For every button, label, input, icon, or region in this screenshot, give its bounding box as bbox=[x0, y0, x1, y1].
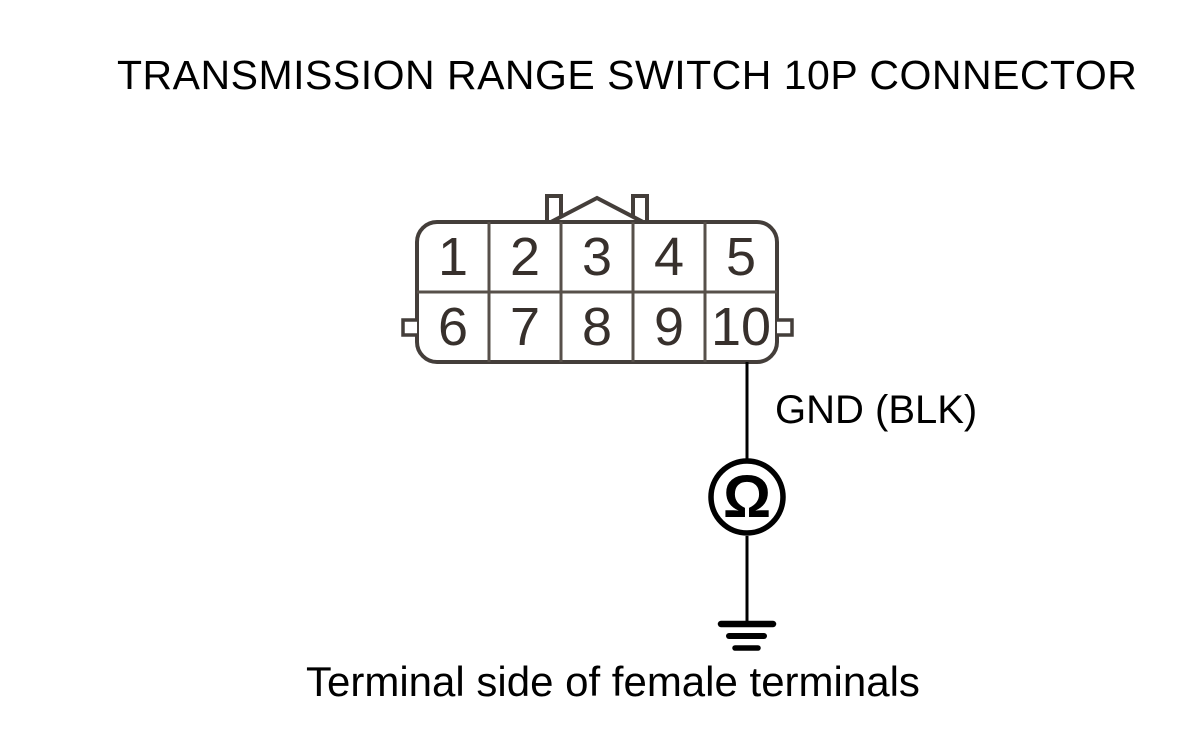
ohmmeter-icon: Ω bbox=[710, 460, 784, 534]
top-key-ridge-icon bbox=[548, 195, 646, 225]
ohm-symbol: Ω bbox=[722, 462, 772, 530]
pin-cell-4: 4 bbox=[653, 227, 685, 287]
ground-icon bbox=[717, 620, 777, 651]
pin-cell-3: 3 bbox=[581, 227, 613, 287]
pin-cell-7: 7 bbox=[509, 297, 541, 357]
pin-cell-6: 6 bbox=[437, 297, 469, 357]
pin-cell-10: 10 bbox=[710, 297, 772, 357]
pin-cell-9: 9 bbox=[653, 297, 685, 357]
side-latch-left-icon bbox=[401, 318, 417, 337]
side-latch-right-icon bbox=[777, 318, 794, 337]
pin-cell-1: 1 bbox=[437, 227, 469, 287]
pin-cell-5: 5 bbox=[725, 227, 757, 287]
diagram-caption: Terminal side of female terminals bbox=[306, 658, 920, 705]
page-title: TRANSMISSION RANGE SWITCH 10P CONNECTOR bbox=[117, 52, 1138, 98]
pin-cell-2: 2 bbox=[509, 227, 541, 287]
ohmmeter-circle-icon bbox=[708, 458, 786, 536]
pin-cell-8: 8 bbox=[581, 297, 613, 357]
wire-label-gnd: GND (BLK) bbox=[775, 388, 978, 432]
